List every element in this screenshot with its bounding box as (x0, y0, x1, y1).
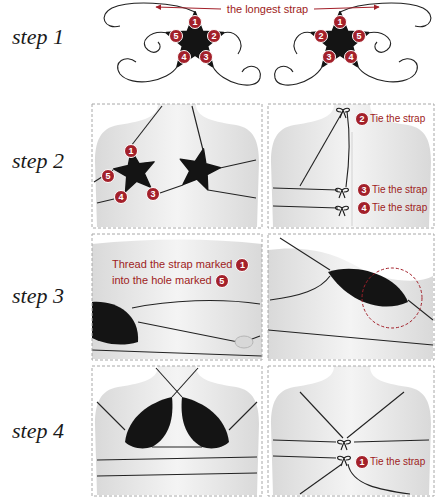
strap (348, 464, 410, 494)
callout-number: 1 (188, 15, 202, 29)
hand (235, 336, 253, 348)
strap (92, 350, 262, 356)
callout-number: 1 (235, 258, 249, 272)
strap (273, 456, 336, 458)
instruction-text: Tie the strap (370, 456, 425, 468)
callout-number: 4 (357, 201, 371, 215)
bow (336, 206, 349, 216)
strap (408, 300, 433, 320)
mannequin (95, 366, 259, 495)
strap (280, 238, 330, 270)
strap (346, 111, 349, 187)
step-panel (92, 366, 262, 496)
callout-number: 2 (314, 29, 328, 43)
strap (270, 276, 330, 300)
instruction-text: Tie the strap (370, 113, 425, 125)
mannequin (271, 104, 431, 227)
callout-number: 4 (177, 50, 191, 64)
highlight-circle (362, 268, 422, 328)
instruction-text: Tie the strap (372, 202, 427, 214)
strap (273, 188, 338, 190)
callout-number: 3 (357, 183, 371, 197)
callout-number: 5 (101, 169, 115, 183)
strap (300, 392, 343, 438)
strap (132, 301, 260, 308)
strap (300, 464, 342, 494)
mannequin (268, 248, 433, 359)
mannequin (271, 366, 431, 495)
instruction-text: Tie the strap (372, 184, 427, 196)
step-heading: step 2 (12, 150, 64, 172)
step-heading: step 4 (12, 420, 64, 442)
strap (273, 206, 338, 208)
callout-number: 4 (114, 190, 128, 204)
strap (300, 111, 343, 186)
strap (172, 368, 198, 397)
strap (229, 402, 257, 430)
star-top-left (104, 3, 260, 85)
step-panel (268, 366, 434, 496)
callout-number: 3 (146, 187, 160, 201)
cup (182, 397, 229, 448)
cup (328, 269, 408, 307)
step-heading: step 3 (12, 285, 64, 307)
callout-number: 5 (169, 29, 183, 43)
strap (97, 402, 125, 430)
cup (125, 397, 172, 448)
step-panel (92, 234, 262, 360)
callout-number: 1 (333, 15, 347, 29)
strap (208, 190, 256, 198)
callout-number: 1 (355, 455, 369, 469)
bow (338, 456, 351, 466)
strap (273, 440, 336, 442)
bow (337, 108, 350, 118)
strap (97, 199, 114, 203)
callout-number: 2 (207, 29, 221, 43)
strap (220, 160, 256, 168)
pointer-arrow (156, 7, 221, 9)
instruction-text: Thread the strap marked (112, 258, 232, 271)
strap (97, 473, 257, 476)
step-heading: step 1 (12, 26, 64, 48)
callout-number: 3 (199, 50, 213, 64)
callout-number: 5 (215, 274, 229, 288)
spine-line (352, 132, 353, 226)
strap (152, 446, 202, 447)
strap (156, 368, 182, 397)
strap (131, 106, 162, 146)
instruction-text: the longest strap (227, 3, 308, 16)
step-panel (268, 104, 434, 228)
instruction-text: into the hole marked (112, 274, 212, 287)
bow (338, 440, 351, 450)
mannequin (92, 240, 262, 360)
strap (354, 440, 429, 442)
step-panel (268, 234, 434, 360)
callout-number: 2 (355, 112, 369, 126)
strap (138, 322, 238, 342)
pointer-arrow (314, 7, 379, 9)
strap (347, 392, 404, 438)
strap (192, 106, 203, 150)
star-top-right (275, 3, 431, 85)
cup (92, 302, 138, 345)
callout-number: 4 (344, 50, 358, 64)
callout-number: 3 (322, 50, 336, 64)
bow (336, 188, 349, 198)
step-panel (92, 104, 262, 228)
strap (97, 457, 257, 460)
star-cup (175, 145, 223, 192)
strap (268, 330, 433, 345)
callout-number: 1 (124, 144, 138, 158)
callout-number: 5 (352, 29, 366, 43)
mannequin (95, 104, 259, 227)
strap (160, 185, 183, 193)
